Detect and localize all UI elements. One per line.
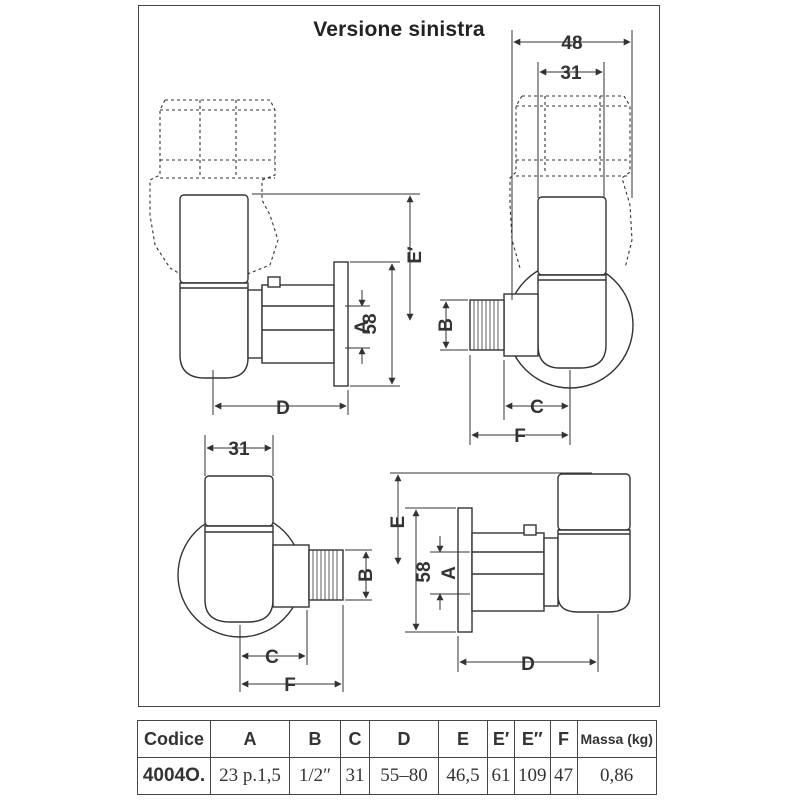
- dimensions-view-4: [390, 472, 599, 672]
- connector-nut: [247, 289, 263, 359]
- view-side-top-left: [149, 99, 349, 387]
- header-codice: Codice: [137, 720, 211, 758]
- cell-e-double-prime: 109: [514, 757, 551, 795]
- connector-nut-4: [543, 537, 559, 607]
- label-e: E: [388, 516, 409, 529]
- view-front-top-right: [469, 95, 634, 389]
- label-e-prime: E′: [405, 246, 426, 264]
- view-side-bottom-right: [457, 473, 631, 633]
- connector-3: [272, 544, 310, 608]
- valve-body-4: [557, 473, 631, 531]
- label-58-view-4: 58: [414, 561, 435, 582]
- label-31-view-2: 31: [560, 63, 582, 84]
- thermostatic-head-outline-2: [509, 95, 633, 269]
- view-front-bottom-left: [177, 475, 344, 638]
- header-massa: Massa (kg): [576, 720, 657, 758]
- label-a-view-4: A: [439, 566, 460, 580]
- wall-tail-4: [471, 532, 545, 612]
- cell-f: 47: [549, 757, 578, 795]
- cell-e-prime: 61: [487, 757, 515, 795]
- spec-table-header-row: Codice A B C D E E′ E′′ F Massa (kg): [137, 720, 657, 758]
- valve-body-3: [204, 475, 274, 527]
- header-b: B: [289, 720, 341, 758]
- label-b-view-3: B: [356, 568, 377, 582]
- elbow-2: [537, 274, 607, 369]
- cell-massa: 0,86: [576, 757, 657, 795]
- wall-flange: [333, 261, 349, 387]
- thermostatic-head-outline: [149, 99, 279, 276]
- drawing-title: Versione sinistra: [313, 18, 485, 41]
- vent-screw: [267, 276, 281, 288]
- thread-2: [469, 299, 505, 351]
- header-e-double-prime: E′′: [514, 720, 551, 758]
- label-31-view-3: 31: [228, 439, 250, 460]
- vent-screw-4: [523, 524, 537, 536]
- valve-body: [179, 194, 249, 284]
- spec-table: Codice A B C D E E′ E′′ F Massa (kg) 400…: [137, 720, 657, 795]
- elbow: [179, 282, 249, 379]
- header-c: C: [340, 720, 370, 758]
- label-d-view-1: D: [276, 398, 290, 419]
- label-f-view-3: F: [284, 675, 296, 696]
- cell-c: 31: [340, 757, 370, 795]
- wall-flange-4: [457, 507, 473, 633]
- elbow-3: [204, 525, 274, 623]
- label-b-view-2: B: [436, 318, 457, 332]
- dimensions-view-3: [204, 435, 372, 692]
- header-a: A: [210, 720, 290, 758]
- cell-e: 46,5: [438, 757, 488, 795]
- label-58-view-1: 58: [360, 313, 381, 334]
- header-f: F: [549, 720, 578, 758]
- cell-d: 55–80: [369, 757, 439, 795]
- label-a-view-1: A: [352, 320, 373, 334]
- thread-3: [308, 549, 344, 601]
- label-c-view-2: C: [530, 397, 544, 418]
- cell-b: 1/2″: [289, 757, 341, 795]
- header-d: D: [369, 720, 439, 758]
- dimensions-view-1: [212, 193, 420, 415]
- label-48: 48: [561, 33, 582, 54]
- connector-2: [503, 293, 539, 357]
- spec-table-row: 4004O. 23 p.1,5 1/2″ 31 55–80 46,5 61 10…: [137, 757, 657, 795]
- header-e: E: [438, 720, 488, 758]
- drawing-frame: [138, 5, 660, 707]
- wall-tail: [261, 284, 335, 364]
- elbow-4: [557, 529, 631, 613]
- label-c-view-3: C: [265, 647, 279, 668]
- label-f-view-2: F: [514, 426, 526, 447]
- cell-codice: 4004O.: [137, 757, 211, 795]
- cell-a: 23 p.1,5: [210, 757, 290, 795]
- label-d-view-4: D: [521, 654, 535, 675]
- valve-body-2: [537, 196, 607, 276]
- header-e-prime: E′: [487, 720, 515, 758]
- dimensions-view-2: [440, 30, 633, 445]
